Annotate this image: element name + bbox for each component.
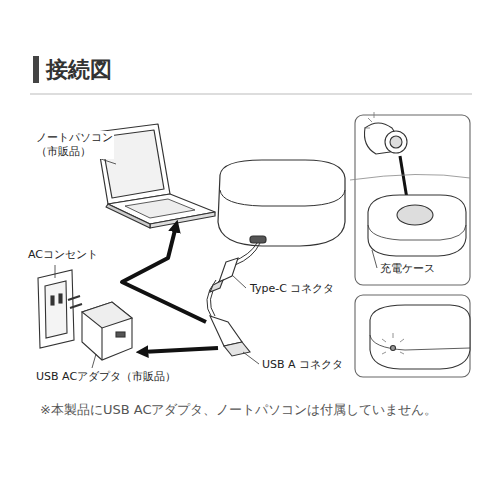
usb-ac-adapter-drawing-part bbox=[82, 302, 132, 360]
inset-earphone-case-part bbox=[368, 225, 466, 240]
inset-earphone-case-part bbox=[385, 131, 407, 153]
title-decoration-part bbox=[33, 56, 39, 83]
laptop-drawing-part bbox=[125, 199, 195, 218]
ac-outlet-drawing bbox=[38, 270, 74, 348]
usb-cable-part bbox=[235, 243, 260, 265]
ac-outlet-drawing-part bbox=[51, 296, 54, 305]
inset-earphone-case-part bbox=[350, 174, 470, 180]
connection-arrow-part bbox=[122, 226, 206, 322]
title-decoration-part bbox=[30, 94, 472, 95]
usb-ac-adapter-drawing-part bbox=[68, 296, 80, 300]
inset-case-led-part bbox=[370, 335, 470, 350]
diagram-title: 接続図 bbox=[46, 55, 112, 85]
charging-case-drawing bbox=[218, 160, 345, 246]
inset-case-led-part bbox=[391, 346, 396, 351]
footnote: ※本製品にUSB ACアダプタ、ノートパソコンは付属していません。 bbox=[40, 399, 470, 420]
part-label: USB ACアダプタ（市販品） bbox=[36, 370, 176, 384]
inset-earphone-case-part bbox=[355, 115, 470, 285]
usb-ac-adapter-drawing-part bbox=[116, 332, 125, 337]
leader-line bbox=[232, 275, 246, 288]
inset-earphone-case-part bbox=[397, 205, 433, 225]
inset-earphone-case-part bbox=[390, 136, 402, 148]
leader-line bbox=[55, 265, 56, 278]
inset-earphone-case bbox=[350, 112, 470, 285]
part-label: ノートパソコン （市販品） bbox=[36, 131, 114, 159]
inset-case-led-part bbox=[382, 333, 404, 354]
charging-case-drawing-part bbox=[220, 190, 345, 206]
ac-outlet-drawing-part bbox=[45, 281, 67, 338]
charging-case-drawing-part bbox=[218, 160, 345, 246]
usb-a-connector-part bbox=[210, 316, 242, 346]
charging-case-drawing-part bbox=[250, 236, 266, 243]
part-label: ACコンセント bbox=[28, 248, 98, 262]
inset-case-led-part bbox=[370, 305, 470, 369]
part-label: USB A コネクタ bbox=[262, 358, 343, 372]
inset-earphone-case-part bbox=[364, 112, 374, 128]
inset-case-led bbox=[355, 295, 470, 377]
leader-line bbox=[92, 354, 96, 368]
leader-line bbox=[98, 158, 116, 164]
inset-earphone-case-part bbox=[368, 195, 466, 256]
usb-ac-adapter-drawing bbox=[68, 296, 132, 360]
ac-outlet-drawing-part bbox=[59, 294, 62, 303]
connection-arrow-part bbox=[142, 348, 218, 352]
ac-outlet-drawing-part bbox=[38, 270, 74, 348]
part-label: 充電ケース bbox=[380, 262, 435, 276]
laptop-drawing-part bbox=[106, 204, 150, 228]
usb-cable bbox=[207, 243, 260, 318]
connection-arrow bbox=[122, 226, 218, 352]
title-decoration bbox=[30, 56, 472, 94]
leader-line bbox=[243, 352, 259, 364]
usb-ac-adapter-drawing-part bbox=[101, 328, 102, 360]
inset-case-led-part bbox=[355, 295, 470, 377]
usb-ac-adapter-drawing-part bbox=[82, 302, 132, 328]
leader-line bbox=[372, 250, 377, 268]
part-label: Type-C コネクタ bbox=[250, 282, 334, 296]
type-c-connector bbox=[210, 258, 238, 292]
type-c-connector-part bbox=[210, 280, 223, 292]
usb-ac-adapter-drawing-part bbox=[70, 304, 82, 308]
